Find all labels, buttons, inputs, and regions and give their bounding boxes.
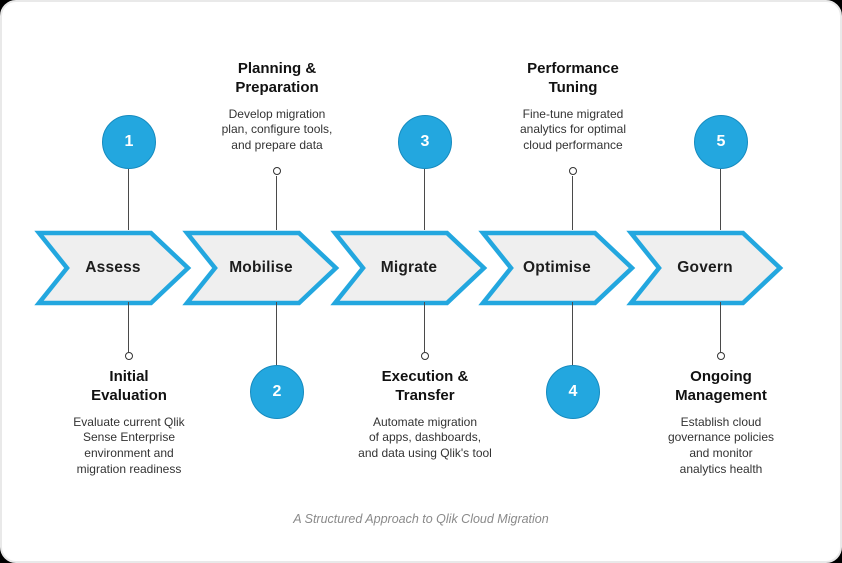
stage-number-badge: 1 [102, 115, 156, 169]
connector-dot [125, 352, 133, 360]
connector-line [276, 302, 277, 365]
stage-chevron-mobilise [182, 230, 340, 306]
stage-detail: Performance Tuning Fine-tune migrated an… [483, 60, 663, 154]
stage-number-badge: 5 [694, 115, 748, 169]
stage-detail: Planning & Preparation Develop migration… [187, 60, 367, 154]
detail-title: Performance Tuning [527, 60, 619, 96]
connector-line [720, 169, 721, 230]
stage-chevron-assess [34, 230, 192, 306]
stage-detail: Ongoing Management Establish cloud gover… [631, 368, 811, 478]
detail-body: Evaluate current Qlik Sense Enterprise e… [73, 414, 185, 476]
stage-number: 1 [124, 133, 134, 150]
connector-line [572, 302, 573, 365]
connector-dot [717, 352, 725, 360]
connector-dot [421, 352, 429, 360]
stage-number-badge: 3 [398, 115, 452, 169]
connector-dot [569, 167, 577, 175]
detail-body: Fine-tune migrated analytics for optimal… [519, 106, 627, 153]
stage-detail: Execution & Transfer Automate migration … [335, 368, 515, 462]
stage-label: Assess [85, 259, 141, 276]
detail-body: Develop migration plan, configure tools,… [221, 106, 333, 153]
connector-line [720, 302, 721, 352]
detail-title: Initial Evaluation [91, 368, 167, 404]
detail-title: Execution & Transfer [381, 368, 469, 404]
connector-line [276, 176, 277, 230]
stage-number: 4 [568, 383, 578, 400]
detail-body: Establish cloud governance policies and … [667, 414, 775, 476]
stage-label: Migrate [380, 259, 438, 276]
detail-body: Automate migration of apps, dashboards, … [358, 414, 492, 461]
stage-label: Optimise [523, 259, 591, 276]
stage-label: Govern [677, 259, 733, 276]
stage-detail: Initial Evaluation Evaluate current Qlik… [39, 368, 219, 478]
detail-title: Ongoing Management [675, 368, 767, 404]
stage-chevron-migrate [330, 230, 488, 306]
stage-label: Mobilise [229, 259, 293, 276]
connector-line [424, 169, 425, 230]
stage-number: 3 [420, 133, 430, 150]
stage-number: 5 [716, 133, 726, 150]
detail-title: Planning & Preparation [235, 60, 319, 96]
connector-line [424, 302, 425, 352]
stage-chevron-govern [626, 230, 784, 306]
stage-chevron-optimise [478, 230, 636, 306]
stage-number-badge: 4 [546, 365, 600, 419]
connector-dot [273, 167, 281, 175]
connector-line [572, 176, 573, 230]
connector-line [128, 169, 129, 230]
stage-number: 2 [272, 383, 282, 400]
stage-number-badge: 2 [250, 365, 304, 419]
diagram-caption: A Structured Approach to Qlik Cloud Migr… [293, 512, 549, 526]
connector-line [128, 302, 129, 352]
